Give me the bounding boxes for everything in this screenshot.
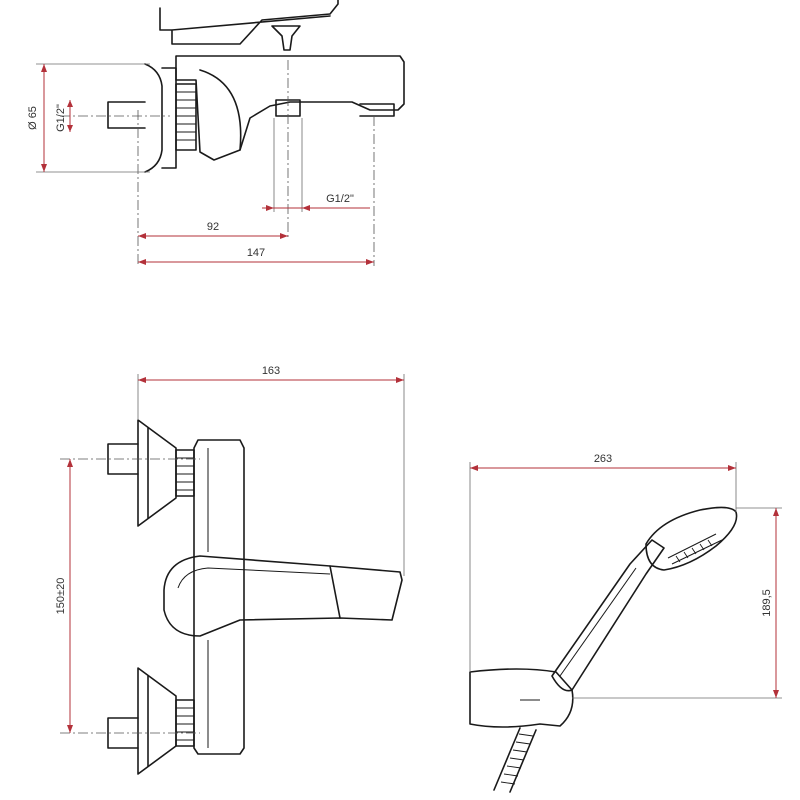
shower-head bbox=[645, 506, 738, 571]
front-upper-flange bbox=[137, 419, 177, 527]
shower-hose bbox=[493, 727, 537, 793]
front-width-label: 163 bbox=[262, 365, 280, 377]
side-shower-outlet bbox=[275, 99, 301, 117]
side-wall-flange bbox=[144, 63, 163, 173]
side-outlet-thread-label: G1/2" bbox=[326, 193, 354, 205]
front-lower-flange bbox=[137, 667, 177, 775]
side-inlet-thread-label: G1/2" bbox=[55, 104, 67, 132]
front-lever bbox=[163, 555, 403, 637]
side-inlet-pipe bbox=[107, 101, 146, 129]
side-body bbox=[175, 55, 405, 161]
front-body bbox=[193, 439, 245, 755]
side-length-92-label: 92 bbox=[207, 221, 219, 233]
front-centres-label: 150±20 bbox=[55, 578, 67, 615]
shower-holder bbox=[469, 668, 574, 728]
front-view: 163 150±20 bbox=[55, 365, 405, 775]
shower-handle bbox=[551, 539, 665, 692]
shower-width-label: 263 bbox=[594, 453, 612, 465]
side-view: Ø 65 G1/2" G1/2" 92 147 bbox=[27, 0, 405, 266]
diverter-knob bbox=[271, 25, 301, 51]
side-diameter-label: Ø 65 bbox=[27, 106, 39, 130]
shower-height-label: 189,5 bbox=[761, 589, 773, 617]
side-lever bbox=[159, 0, 339, 45]
hand-shower-view: 263 189,5 bbox=[469, 453, 782, 793]
side-length-147-label: 147 bbox=[247, 247, 265, 259]
